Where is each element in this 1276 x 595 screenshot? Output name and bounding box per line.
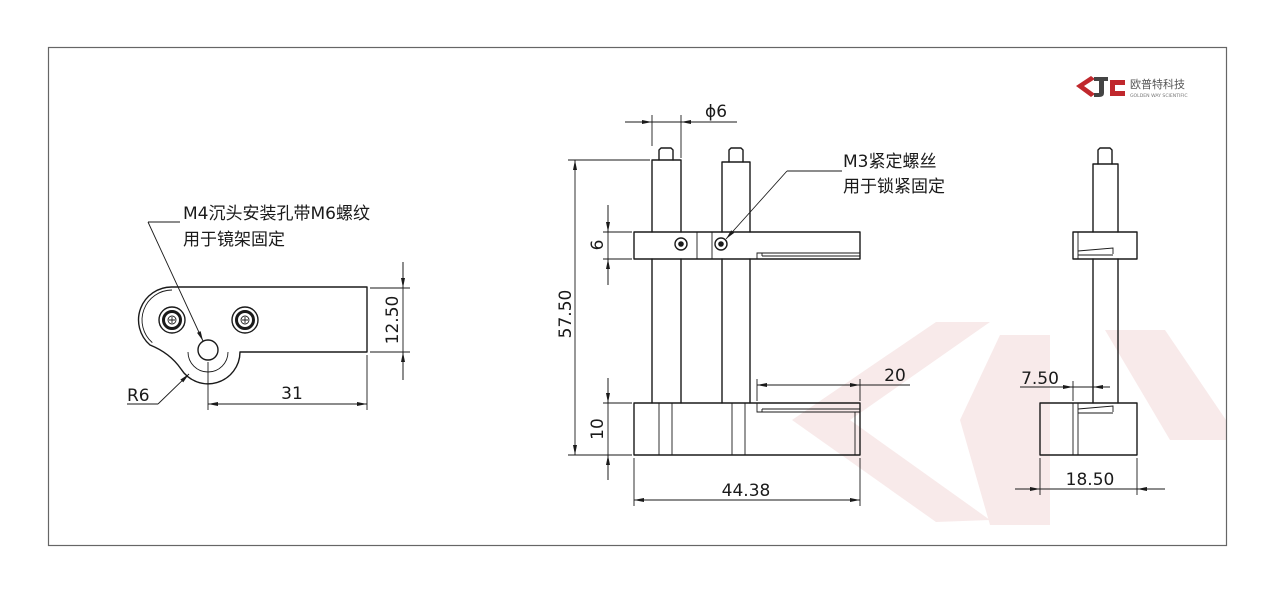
watermark-logo xyxy=(792,322,1226,525)
clamp-slot xyxy=(1077,247,1114,256)
front-view: ϕ6 M3紧定螺丝 用于锁紧固定 57.50 6 10 20 xyxy=(556,102,945,506)
leader-arrow xyxy=(147,221,204,342)
screw-outer-ring xyxy=(231,306,259,334)
dim-base-thickness-label: 10 xyxy=(588,418,608,440)
watermark-band xyxy=(1105,330,1226,440)
screw-socket xyxy=(240,315,250,325)
dim-length-label: 31 xyxy=(281,384,303,404)
logo-name-en: GOLDEN WAY SCIENTIFIC xyxy=(1130,93,1188,99)
dim-post-diameter-label: ϕ6 xyxy=(705,102,727,122)
top-view: M4沉头安装孔带M6螺纹 用于镜架固定 12.50 31 R6 xyxy=(127,204,410,410)
screw-head xyxy=(235,310,255,330)
set-screw-left xyxy=(678,241,684,247)
mounting-note-line1: M4沉头安装孔带M6螺纹 xyxy=(183,204,370,224)
leader-arrow xyxy=(725,170,788,240)
clamp-outline xyxy=(1072,231,1138,260)
set-screw-note-line1: M3紧定螺丝 xyxy=(843,152,936,172)
set-screw-note-line2: 用于锁紧固定 xyxy=(843,177,945,197)
dim-height-label: 57.50 xyxy=(556,290,576,339)
base-block xyxy=(633,402,861,456)
clamp-slot xyxy=(756,252,860,259)
post-outline-upper xyxy=(721,161,751,233)
base-outline xyxy=(1039,402,1138,456)
post-outline-lower xyxy=(651,258,682,404)
dim-width-label: 12.50 xyxy=(383,296,403,345)
mounting-hole xyxy=(197,339,219,361)
post-right xyxy=(721,147,751,404)
drawing-border xyxy=(47,46,1228,547)
dim-total-width-label: 44.38 xyxy=(722,481,771,501)
dim-clamp-thickness-label: 6 xyxy=(588,240,608,251)
dim-radius-label: R6 xyxy=(127,386,150,406)
screw-head-left xyxy=(158,306,186,334)
set-screw-hole-left xyxy=(674,237,688,251)
side-clamp xyxy=(1072,231,1138,260)
screw-cross xyxy=(169,317,175,323)
post-pin xyxy=(658,147,674,161)
dim-depth-label: 18.50 xyxy=(1066,470,1115,490)
screw-cross xyxy=(242,317,248,323)
radius-arrow xyxy=(157,373,190,405)
clamp-block xyxy=(633,231,861,260)
post-outline-lower xyxy=(721,258,751,404)
post-outline-lower xyxy=(1092,258,1119,404)
dim-slot-length-label: 20 xyxy=(884,366,906,386)
post-pin xyxy=(728,147,744,163)
mounting-note-line2: 用于镜架固定 xyxy=(183,230,285,250)
base-outline xyxy=(633,402,861,456)
bracket-outline xyxy=(137,286,368,385)
base-slot xyxy=(1077,405,1114,414)
company-logo: 欧普特科技 GOLDEN WAY SCIENTIFIC xyxy=(1076,76,1188,99)
logo-mark-left xyxy=(1076,76,1095,97)
post-outline-upper xyxy=(651,159,682,233)
side-post xyxy=(1092,147,1119,404)
logo-mark-center xyxy=(1094,77,1108,97)
post-left xyxy=(651,147,682,404)
post-outline-upper xyxy=(1092,163,1119,233)
watermark-chevron xyxy=(792,322,990,522)
watermark-bar xyxy=(960,335,1050,525)
screw-head xyxy=(162,310,182,330)
set-screw-right xyxy=(718,241,724,247)
logo-mark-right xyxy=(1110,80,1125,96)
post-pin xyxy=(1097,147,1113,165)
logo-name-cn: 欧普特科技 xyxy=(1130,77,1185,91)
side-base xyxy=(1039,402,1138,456)
bracket-edge-arc xyxy=(141,289,173,343)
screw-head-right xyxy=(231,306,259,334)
set-screw-hole-right xyxy=(714,237,728,251)
screw-socket xyxy=(167,315,177,325)
base-slot xyxy=(756,403,860,455)
screw-outer-ring xyxy=(158,306,186,334)
dim-post-offset-label: 7.50 xyxy=(1021,369,1059,389)
clamp-outline xyxy=(633,231,861,260)
side-view: 7.50 18.50 xyxy=(1015,147,1165,495)
